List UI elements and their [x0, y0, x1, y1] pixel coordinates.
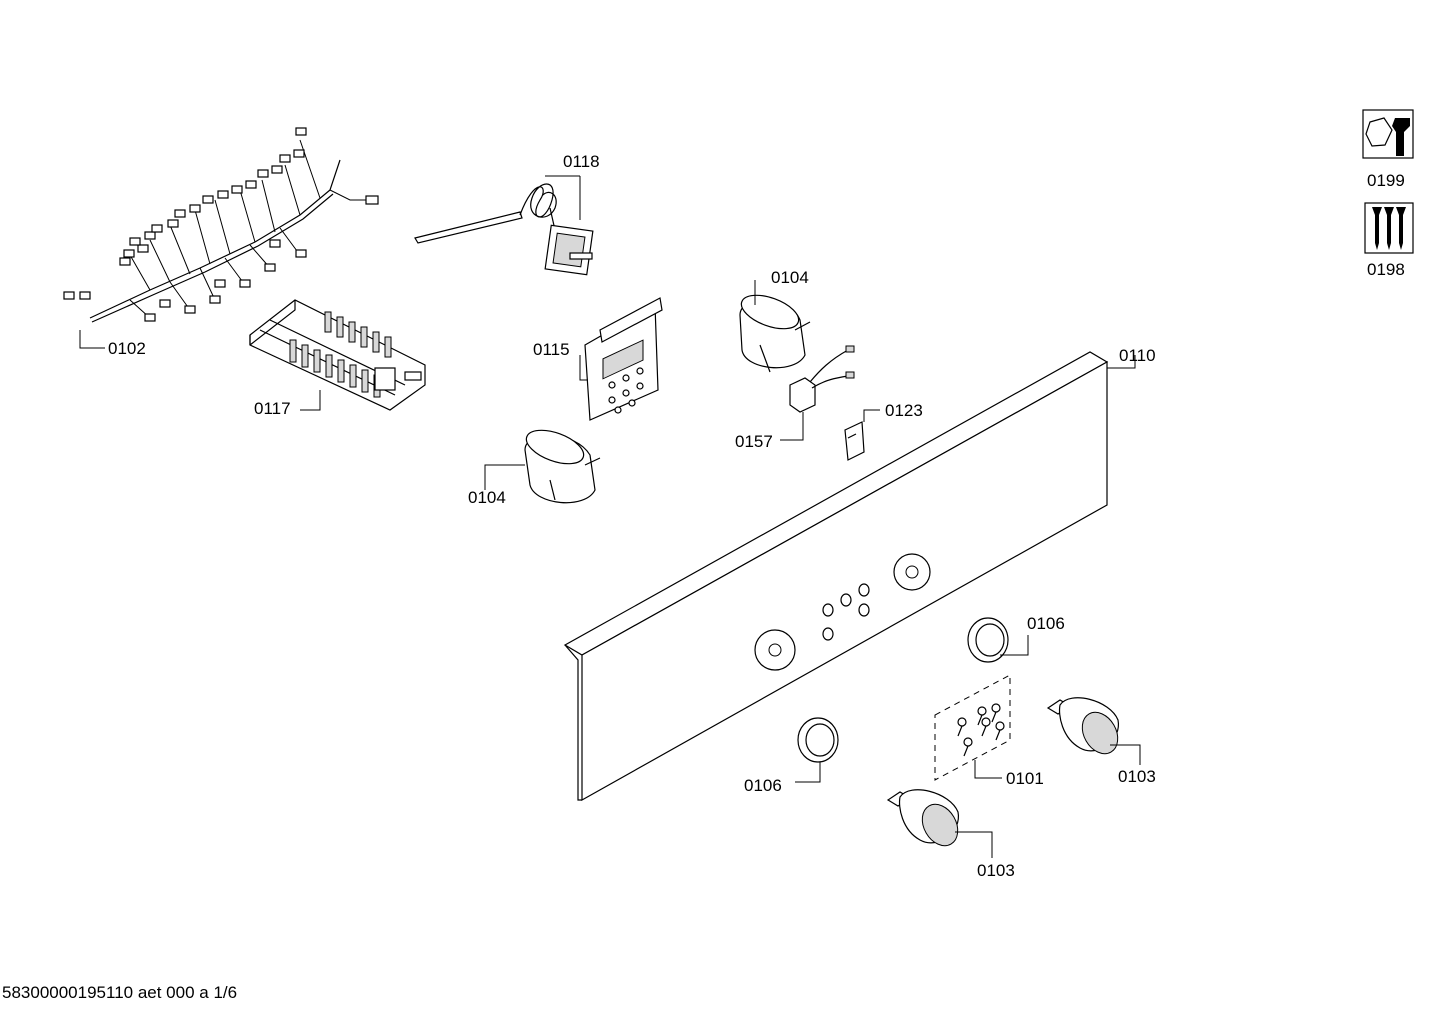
label-0103-right: 0103: [1118, 767, 1156, 786]
label-0102: 0102: [108, 339, 146, 358]
part-0103-knob-right: [1046, 697, 1141, 765]
label-0117: 0117: [254, 399, 291, 418]
label-0103-left: 0103: [977, 861, 1015, 880]
part-0103-knob-left: [886, 789, 993, 858]
part-0118-thermostat: [414, 175, 594, 276]
part-0102-wiring-harness: [63, 127, 379, 349]
label-0199: 0199: [1367, 171, 1405, 190]
drawing-reference-footer: 58300000195110 aet 000 a 1/6: [2, 983, 237, 1002]
part-0157-lamp-holder: [780, 345, 855, 441]
label-0110: 0110: [1119, 346, 1156, 365]
wrench-nut-icon: [1362, 109, 1414, 159]
label-0118: 0118: [563, 152, 600, 171]
label-0104-upper: 0104: [771, 268, 809, 287]
part-0123-clip: [844, 409, 880, 461]
part-0106-ring-left: [795, 717, 839, 783]
label-0157: 0157: [735, 432, 773, 451]
part-0104-knob-holder-lower: [484, 429, 601, 504]
label-0104-lower: 0104: [468, 488, 506, 507]
label-0115: 0115: [533, 340, 570, 359]
label-0106-left: 0106: [744, 776, 782, 795]
label-0106-right: 0106: [1027, 614, 1065, 633]
part-0106-ring-right: [967, 617, 1029, 663]
label-0101: 0101: [1006, 769, 1044, 788]
part-0110-control-panel: [563, 351, 1136, 802]
label-0123: 0123: [885, 401, 923, 420]
part-0104-knob-holder-upper: [739, 280, 811, 373]
part-0115-display-module: [579, 297, 663, 421]
screws-icon: [1364, 202, 1414, 254]
part-0117-selector-switch: [249, 299, 426, 411]
label-0198: 0198: [1367, 260, 1405, 279]
part-0101-screw-set: [934, 674, 1011, 781]
